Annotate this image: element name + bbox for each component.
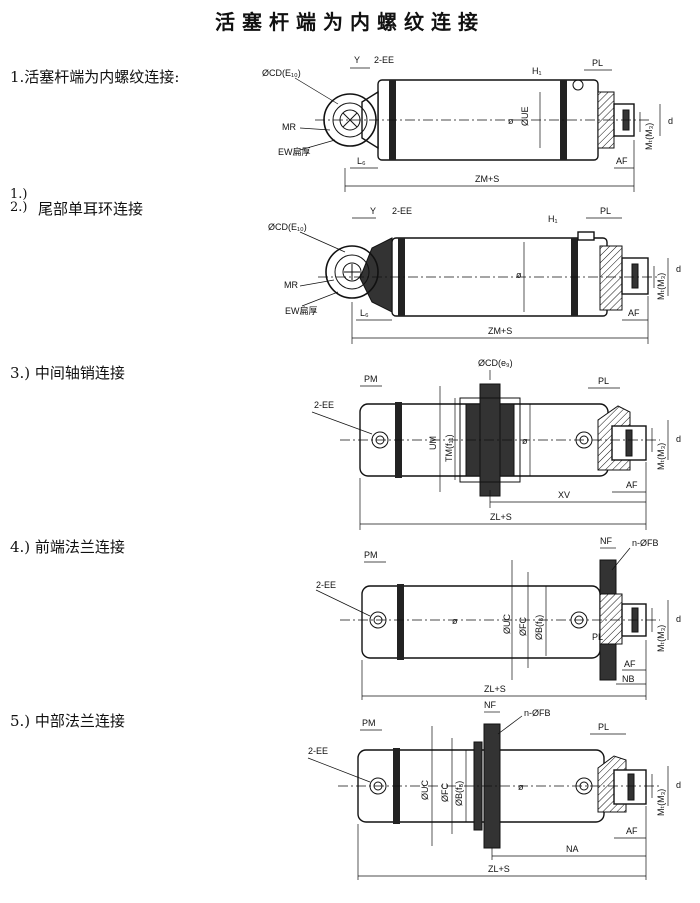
d3-cd-label: ØCD(e₉) (478, 358, 513, 368)
d5-pl-label: PL (598, 722, 609, 732)
d5-nf-label: NF (484, 700, 496, 710)
d1-cd-label: ØCD(E₁₀) (262, 68, 301, 78)
d5-phi-label: ø (518, 782, 524, 792)
d2-phi-label: ø (516, 270, 522, 280)
d2-ew-label: EW扁厚 (285, 305, 318, 316)
d4-nb-label: NB (622, 674, 635, 684)
d2-cd-label: ØCD(E₁₀) (268, 222, 307, 232)
d5-af-label: AF (626, 826, 638, 836)
d4-b-label: ØB(f₈) (534, 615, 544, 640)
d1-y-label: Y (354, 55, 360, 65)
caption-5: 5.) 中部法兰连接 (10, 712, 125, 730)
d5-na-label: NA (566, 844, 579, 854)
d5-nfb-label: n-ØFB (524, 708, 551, 718)
drawing-2-rear-single-eye-cylinder (299, 217, 669, 344)
d5-pm-label: PM (362, 718, 376, 728)
d2-af-label: AF (628, 308, 640, 318)
d4-pm-label: PM (364, 550, 378, 560)
d3-xv-label: XV (558, 490, 570, 500)
d3-af-label: AF (626, 480, 638, 490)
d1-zm-label: ZM+S (475, 174, 499, 184)
d3-d-label: d (676, 434, 681, 444)
caption-2: 尾部单耳环连接 (38, 200, 144, 218)
d2-mt-label: Mₜ(M₃) (656, 273, 666, 300)
d5-b-label: ØB(f₈) (454, 781, 464, 806)
d4-af-label: AF (624, 659, 636, 669)
drawing-4-front-flange-cylinder (315, 547, 669, 700)
d5-uc-label: ØUC (420, 780, 430, 801)
d4-ee-label: 2-EE (316, 580, 336, 590)
d4-uc-label: ØUC (502, 614, 512, 635)
d1-phi-label: ø (508, 116, 514, 126)
d1-mt-label: Mₜ(M₃) (644, 123, 654, 150)
d3-phi-label: ø (522, 436, 528, 446)
d3-mt-label: Mₜ(M₃) (656, 443, 666, 470)
caption-1: 1.活塞杆端为内螺纹连接: (10, 68, 180, 86)
d4-d-label: d (676, 614, 681, 624)
d1-af-label: AF (616, 156, 628, 166)
d2-y-label: Y (370, 206, 376, 216)
d4-nf-label: NF (600, 536, 612, 546)
d5-fc-label: ØFC (440, 783, 450, 802)
d1-h1-label: H₁ (532, 66, 542, 76)
caption-2-number: 1.) 2.) (10, 187, 28, 215)
d1-mr-label: MR (282, 122, 296, 132)
d2-zm-label: ZM+S (488, 326, 512, 336)
d2-ee-label: 2-EE (392, 206, 412, 216)
d3-pm-label: PM (364, 374, 378, 384)
d5-ee-label: 2-EE (308, 746, 328, 756)
d4-phi-label: ø (452, 616, 458, 626)
caption-3: 3.) 中间轴销连接 (10, 364, 125, 382)
d3-ee-label: 2-EE (314, 400, 334, 410)
d1-pl-label: PL (592, 58, 603, 68)
d3-tm-label: TM(f₁₁) (444, 434, 454, 462)
d1-ue-label: ØUE (520, 106, 530, 126)
d5-zl-label: ZL+S (488, 864, 510, 874)
d2-pl-label: PL (600, 206, 611, 216)
d2-l6-label: L₆ (360, 308, 369, 318)
drawing-3-center-trunnion-cylinder (311, 370, 669, 530)
d4-zl-label: ZL+S (484, 684, 506, 694)
d3-pl-label: PL (598, 376, 609, 386)
d1-l6-label: L₆ (357, 156, 366, 166)
drawing-1-rear-clevis-cylinder (294, 67, 661, 192)
d5-mt-label: Mₜ(M₃) (656, 789, 666, 816)
page-title: 活塞杆端为内螺纹连接 (215, 10, 485, 34)
d2-h1-label: H₁ (548, 214, 558, 224)
d2-mr-label: MR (284, 280, 298, 290)
d1-d-label: d (668, 116, 673, 126)
d5-d-label: d (676, 780, 681, 790)
d4-fc-label: ØFC (518, 617, 528, 636)
drawing-5-middle-flange-cylinder (307, 711, 669, 880)
d4-pl-label: PL (592, 632, 603, 642)
d4-mt-label: Mₜ(M₃) (656, 625, 666, 652)
d2-d-label: d (676, 264, 681, 274)
d3-um-label: UM (428, 436, 438, 450)
d1-ew-label: EW扁厚 (278, 146, 311, 157)
d4-nfb-label: n-ØFB (632, 538, 659, 548)
d1-ee-label: 2-EE (374, 55, 394, 65)
caption-4: 4.) 前端法兰连接 (10, 538, 125, 556)
d3-zl-label: ZL+S (490, 512, 512, 522)
